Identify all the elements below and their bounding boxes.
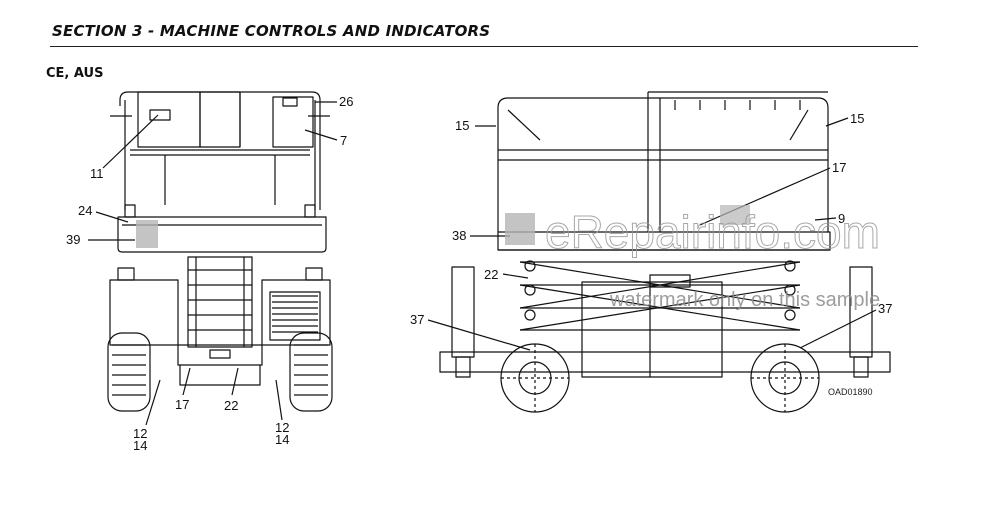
callout-15: 15: [455, 118, 469, 133]
callout-37: 37: [878, 301, 892, 316]
callout-15: 15: [850, 111, 864, 126]
callout-39: 39: [66, 232, 80, 247]
watermark-note: watermark only on this sample: [609, 289, 880, 311]
callout-17: 17: [175, 397, 189, 412]
callout-24: 24: [78, 203, 92, 218]
figure-code: OAD01890: [828, 387, 873, 397]
callout-12: 12: [275, 420, 289, 435]
front-view: [88, 91, 338, 426]
callout-22: 22: [484, 267, 498, 282]
callout-12: 12: [133, 426, 147, 441]
side-view: [427, 91, 891, 413]
section-title: SECTION 3 - MACHINE CONTROLS AND INDICAT…: [52, 22, 491, 40]
header-rule: [50, 46, 918, 47]
callout-22: 22: [224, 398, 238, 413]
callout-17: 17: [832, 160, 846, 175]
region-label: CE, AUS: [46, 66, 104, 81]
callout-9: 9: [838, 211, 845, 226]
decal-patch: [505, 213, 535, 245]
decal-patch: [720, 205, 750, 225]
callout-14: 14: [133, 438, 147, 453]
callout-37: 37: [410, 312, 424, 327]
callout-38: 38: [452, 228, 466, 243]
callout-11: 11: [90, 166, 104, 181]
decal-patch: [136, 220, 158, 248]
callout-14: 14: [275, 432, 289, 447]
watermark-brand: eRepairinfo.com: [545, 206, 880, 258]
callout-26: 26: [339, 94, 353, 109]
callout-7: 7: [340, 133, 347, 148]
